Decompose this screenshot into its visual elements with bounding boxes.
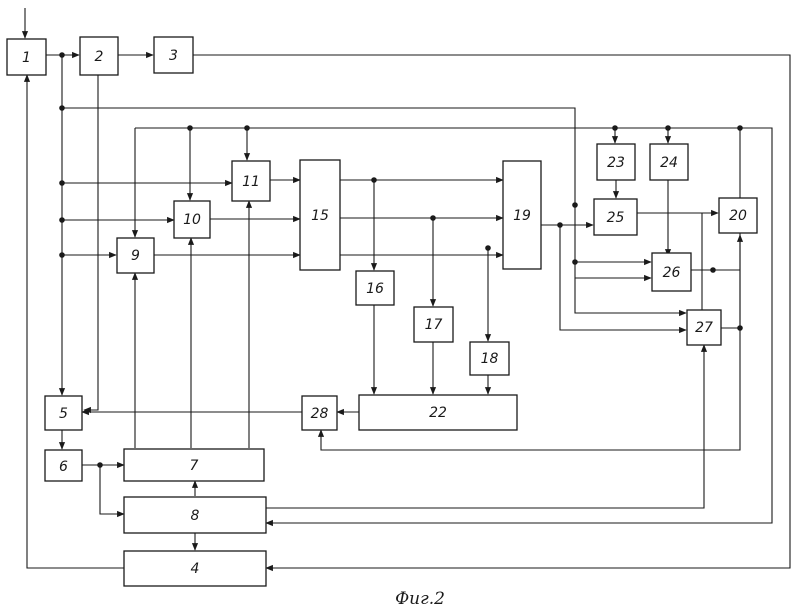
block-24: 24 — [650, 144, 688, 180]
block-18-label: 18 — [481, 351, 499, 367]
block-27-label: 27 — [695, 320, 713, 336]
block-26-label: 26 — [663, 265, 681, 281]
block-16-label: 16 — [366, 281, 384, 297]
block-3-label: 3 — [169, 48, 178, 64]
block-1: 1 — [7, 39, 46, 75]
block-7-label: 7 — [190, 458, 199, 474]
block-25: 25 — [594, 199, 637, 235]
block-24-label: 24 — [660, 155, 678, 171]
block-9-label: 9 — [131, 248, 140, 264]
block-9: 9 — [117, 238, 154, 273]
block-20-label: 20 — [729, 208, 747, 224]
block-16: 16 — [356, 271, 394, 305]
block-10: 10 — [174, 201, 210, 238]
block-23: 23 — [597, 144, 635, 180]
block-18: 18 — [470, 342, 509, 375]
block-1-label: 1 — [22, 50, 31, 66]
block-20: 20 — [719, 198, 757, 233]
block-5: 5 — [45, 396, 82, 430]
block-19-label: 19 — [513, 208, 531, 224]
block-4: 4 — [124, 551, 266, 586]
block-8: 8 — [124, 497, 266, 533]
block-22-label: 22 — [429, 405, 447, 421]
block-15-label: 15 — [311, 208, 329, 224]
block-25-label: 25 — [607, 210, 625, 226]
block-23-label: 23 — [607, 155, 625, 171]
block-28-label: 28 — [311, 406, 329, 422]
block-8-label: 8 — [191, 508, 200, 524]
block-26: 26 — [652, 253, 691, 291]
block-7: 7 — [124, 449, 264, 481]
block-19: 19 — [503, 161, 541, 269]
block-6-label: 6 — [59, 459, 68, 475]
block-17: 17 — [414, 307, 453, 342]
block-27: 27 — [687, 310, 721, 345]
block-15: 15 — [300, 160, 340, 270]
block-17-label: 17 — [425, 317, 443, 333]
block-22: 22 — [359, 395, 517, 430]
block-5-label: 5 — [59, 406, 68, 422]
block-11-label: 11 — [242, 174, 260, 190]
block-10-label: 10 — [183, 212, 201, 228]
figure-caption: Фиг.2 — [395, 589, 445, 609]
block-2-label: 2 — [95, 49, 104, 65]
block-2: 2 — [80, 37, 118, 75]
block-11: 11 — [232, 161, 270, 201]
block-3: 3 — [154, 37, 193, 73]
block-4-label: 4 — [191, 561, 200, 577]
block-28: 28 — [302, 396, 337, 430]
block-6: 6 — [45, 450, 82, 481]
